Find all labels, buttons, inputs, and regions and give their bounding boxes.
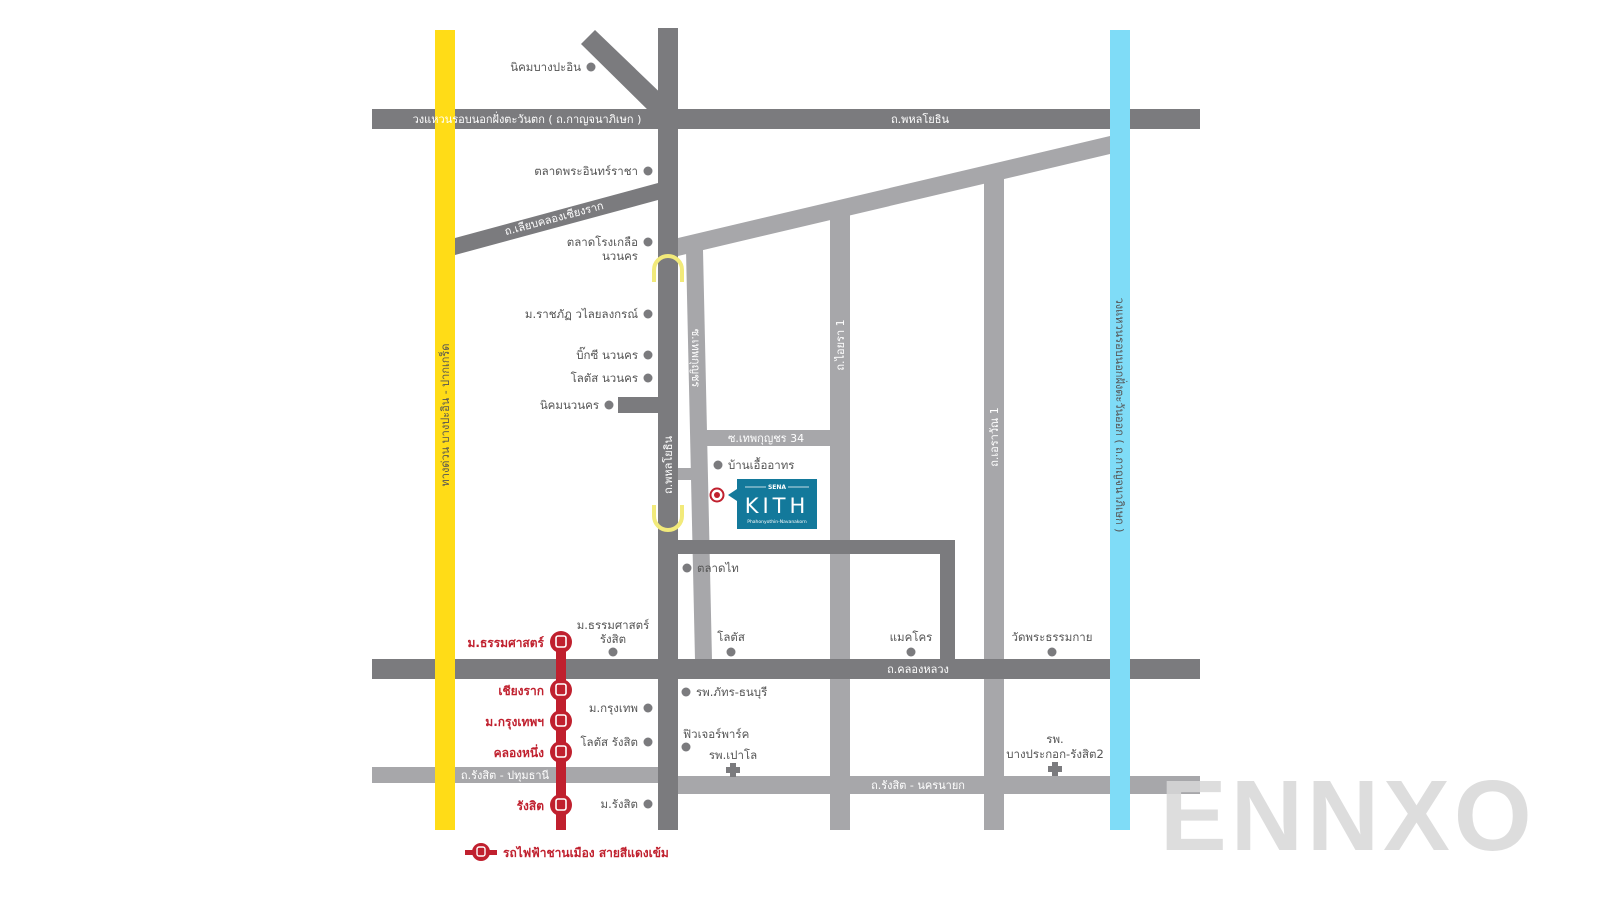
poi-lotus-rangsit: โลตัส รังสิต (580, 735, 638, 749)
legend: รถไฟฟ้าชานเมือง สายสีแดงเข้ม (465, 843, 669, 861)
station-rangsit: รังสิต (517, 799, 545, 813)
road-phahonyothin (658, 28, 678, 830)
road-soi-34 (705, 430, 830, 446)
red-line-track (556, 640, 566, 830)
road-loop (678, 540, 955, 662)
train-icon (550, 679, 572, 701)
road-outer-ring-west (372, 109, 1200, 129)
poi-makro: แมคโคร (890, 630, 933, 644)
poi-bangpakok: รพ. (1046, 732, 1063, 746)
poi-bigc: บิ๊กซี นวนคร (576, 346, 638, 362)
poi-baan-uea-athon: บ้านเอื้ออาทร (728, 457, 794, 472)
road-erawan-1 (984, 175, 1004, 830)
legend-label: รถไฟฟ้าชานเมือง สายสีแดงเข้ม (503, 845, 669, 860)
poi-talat-thai: ตลาดไท (697, 561, 739, 575)
poi-talat-rong-kluea-2: นวนคร (602, 249, 638, 263)
train-icon (550, 741, 572, 763)
road-nikom-navanakorn (618, 397, 658, 413)
project-marker-icon (709, 487, 725, 503)
train-icon (550, 794, 572, 816)
expressway (435, 30, 455, 830)
road-liap-khlong (455, 183, 658, 255)
label-liap-khlong: ถ.เลียบคลองเชียงราก (503, 199, 605, 238)
logo-brand: KITH (745, 494, 810, 518)
poi-talat-rong-kluea: ตลาดโรงเกลือ (567, 235, 638, 249)
hospital-icon (1048, 762, 1062, 776)
logo-brand-top: SENA (768, 484, 786, 491)
outer-ring-east (1110, 30, 1130, 830)
poi-rajabhat: ม.ราชภัฏ วไลยลงกรณ์ (525, 307, 638, 321)
train-icon (550, 710, 572, 732)
station-khlong-nueng: คลองหนึ่ง (494, 744, 545, 760)
road-connector (678, 468, 696, 480)
road-diagonal-light (678, 136, 1110, 256)
label-rangsit-pathum: ถ.รังสิต - ปทุมธานี (461, 769, 550, 782)
poi-wat-dhammakaya: วัดพระธรรมกาย (1012, 630, 1093, 644)
poi-nikom-bangpa-in: นิคมบางปะอิน (510, 60, 581, 74)
label-khlong-luang: ถ.คลองหลวง (887, 663, 949, 676)
poi-nikom-navanakorn: นิคมนวนคร (540, 398, 599, 412)
label-rangsit-nakhon-nayok: ถ.รังสิต - นครนายก (871, 779, 965, 792)
poi-bangkok-u: ม.กรุงเทพ (589, 701, 638, 715)
label-erawan-1: ถ.เอราวัณ 1 (988, 407, 1001, 467)
poi-thammasat: ม.ธรรมศาสตร์ (577, 618, 650, 632)
u-turn-icon (652, 505, 684, 532)
train-icon (472, 843, 490, 861)
label-soi-34: ซ.เทพกุญชร 34 (728, 432, 804, 445)
poi-future-park: ฟิวเจอร์พาร์ค (683, 727, 749, 741)
label-outer-ring-west: วงแหวนรอบนอกฝั่งตะวันตก ( ถ.กาญจนาภิเษก … (413, 111, 642, 126)
road-diagonal-top (581, 30, 672, 120)
label-soi-thepkunchon: ซ.เทพกุญชร (689, 329, 702, 388)
label-aiyara-1: ถ.ไอยรา 1 (834, 319, 847, 370)
poi-thammasat-2: รังสิต (600, 632, 626, 646)
poi-bangpakok-2: บางประกอก-รังสิต2 (1006, 747, 1104, 761)
road-khlong-luang (372, 659, 1200, 679)
poi-paolo: รพ.เปาโล (709, 748, 757, 762)
station-bangkok-u: ม.กรุงเทพฯ (485, 715, 544, 730)
road-soi-thepkunchon (686, 250, 712, 660)
poi-rangsit-u: ม.รังสิต (600, 797, 638, 811)
label-expressway: ทางด่วน บางปะอิน - ปากเกร็ด (438, 344, 452, 487)
label-phahon-vertical: ถ.พหลโยธิน (661, 436, 675, 494)
poi-phat-thon: รพ.ภัทร-ธนบุรี (696, 685, 767, 699)
poi-lotus-navanakorn: โลตัส นวนคร (571, 371, 638, 385)
poi-talat-phra-in: ตลาดพระอินทร์ราชา (534, 164, 638, 178)
project-logo: SENA KITH Phahonyothin-Navanakorn (728, 479, 817, 529)
station-thammasat: ม.ธรรมศาสตร์ (467, 636, 544, 650)
stations (550, 631, 572, 816)
label-phahon-top: ถ.พหลโยธิน (891, 112, 949, 126)
train-icon (550, 631, 572, 653)
hospital-icon (726, 763, 740, 777)
logo-subtitle: Phahonyothin-Navanakorn (747, 519, 807, 525)
station-chiang-rak: เชียงราก (498, 684, 544, 698)
road-aiyara-1 (830, 210, 850, 830)
road-rangsit-nakhon-nayok (676, 776, 1200, 794)
poi-lotus: โลตัส (717, 630, 745, 644)
label-outer-ring-east: วงแหวนรอบนอกฝั่งตะวันออก ( ถ.กาญจนาภิเษก… (1113, 298, 1128, 533)
watermark: ENNXO (1160, 760, 1536, 872)
u-turn-icon (652, 254, 684, 282)
